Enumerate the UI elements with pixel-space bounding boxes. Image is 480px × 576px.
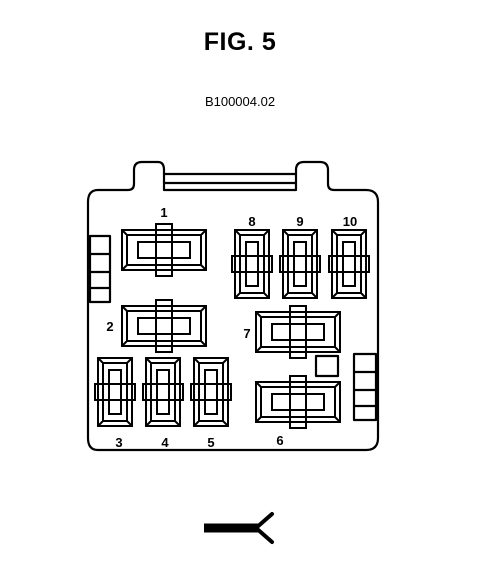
figure-code: B100004.02	[204, 94, 276, 109]
relay-4	[142, 357, 184, 427]
slot-label-1: 1	[160, 205, 167, 220]
relay-8	[231, 229, 273, 299]
relay-10	[328, 229, 370, 299]
relay-6	[255, 375, 341, 429]
slot-label-10: 10	[343, 214, 357, 229]
left-clip	[88, 234, 112, 304]
relay-7	[255, 305, 341, 359]
slot-label-4: 4	[161, 435, 169, 450]
slot-label-5: 5	[207, 435, 214, 450]
orientation-arrow	[204, 512, 274, 544]
right-clip	[352, 352, 378, 422]
relay-1	[121, 223, 207, 277]
slot-label-7: 7	[243, 326, 250, 341]
slot-label-3: 3	[115, 435, 122, 450]
small-square	[314, 354, 340, 378]
relay-3	[94, 357, 136, 427]
relay-2	[121, 299, 207, 353]
slot-label-8: 8	[248, 214, 255, 229]
top-bracket	[164, 172, 296, 185]
slot-label-2: 2	[106, 319, 113, 334]
figure-title: FIG. 5	[203, 28, 277, 56]
slot-label-9: 9	[296, 214, 303, 229]
relay-5	[190, 357, 232, 427]
slot-label-6: 6	[276, 433, 283, 448]
relay-9	[279, 229, 321, 299]
housing-outline	[86, 160, 380, 452]
